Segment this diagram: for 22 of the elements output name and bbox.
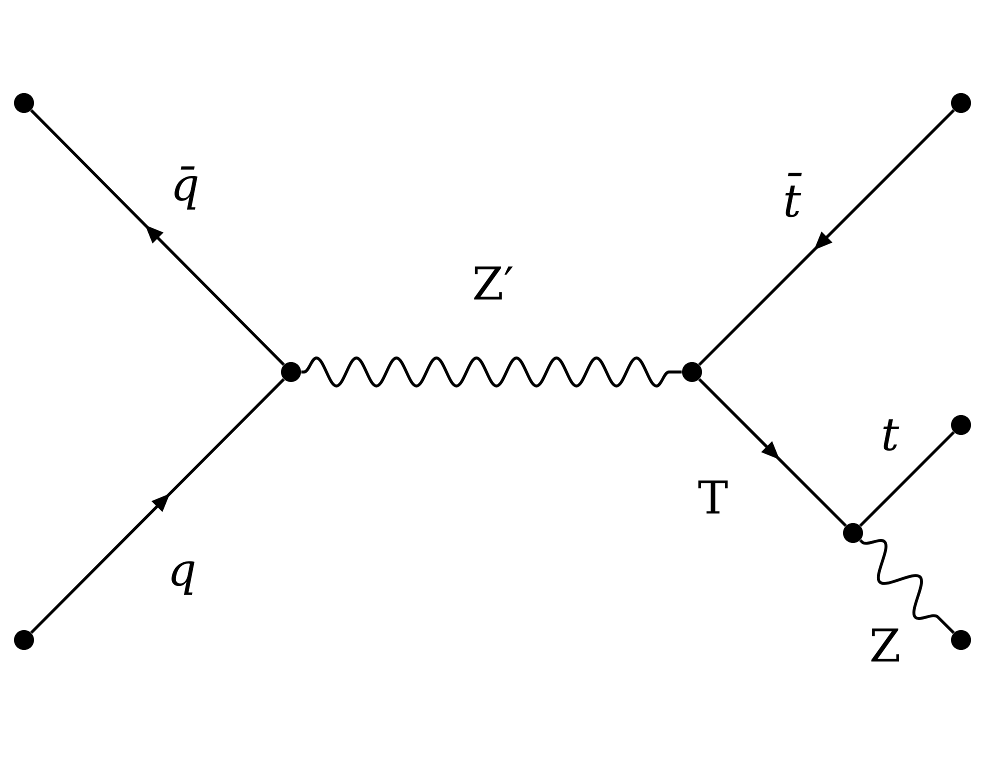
wavy-line bbox=[300, 356, 682, 388]
vertex-dot bbox=[951, 415, 972, 435]
edge-label: t bbox=[883, 419, 900, 451]
edge-label: q bbox=[172, 561, 194, 595]
fermion-line bbox=[30, 109, 285, 366]
fermion-line bbox=[30, 378, 285, 634]
vertex-dot bbox=[951, 93, 972, 113]
fermion-line bbox=[698, 109, 955, 366]
vertex-dot bbox=[281, 362, 301, 382]
fermion-line bbox=[698, 378, 847, 527]
vertex-dot bbox=[951, 630, 972, 650]
edge-label: t̄ bbox=[785, 172, 802, 218]
wavy-line bbox=[859, 539, 955, 634]
vertex-dot bbox=[682, 362, 702, 382]
edge-label: Z′ bbox=[474, 266, 513, 300]
fermion-line bbox=[859, 431, 955, 527]
edge-label: q̄ bbox=[174, 166, 198, 210]
edge-label: Z bbox=[871, 628, 899, 662]
vertex-dot bbox=[14, 630, 34, 650]
edge-label: T bbox=[698, 480, 728, 514]
vertex-dot bbox=[843, 523, 864, 543]
vertex-dot bbox=[14, 93, 34, 113]
